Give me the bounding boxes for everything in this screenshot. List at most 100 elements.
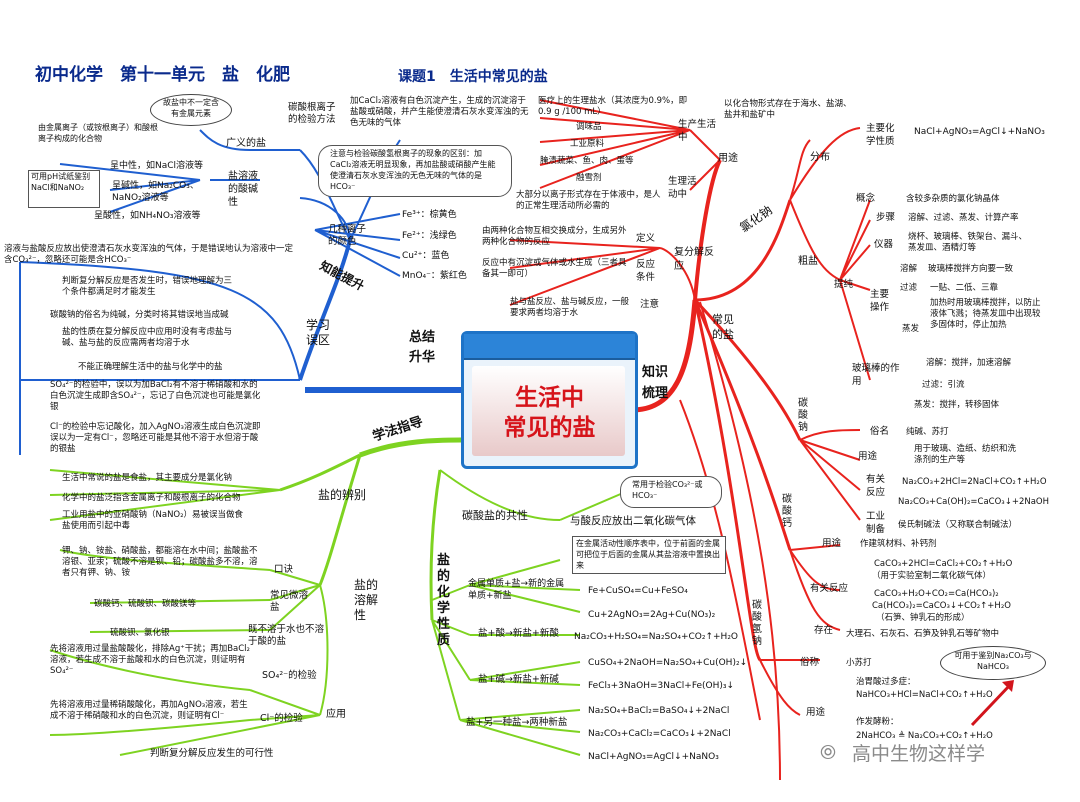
- branch-summary-a: 总结: [409, 330, 435, 346]
- ion-fe2: Fe²⁺：浅绿色: [402, 230, 457, 242]
- caco3-label: 碳酸钙: [782, 494, 796, 530]
- main-op-label: 主要操作: [870, 288, 896, 314]
- instr-label: 仪器: [874, 239, 893, 251]
- cond-text: 反应中有沉淀或气体或水生成（三者具备其一即可）: [482, 258, 632, 280]
- solubility-label: 盐的溶解性: [354, 578, 384, 623]
- ion-fe3: Fe³⁺：棕黄色: [402, 209, 457, 221]
- carbonate-common-label: 碳酸盐的共性: [462, 510, 528, 522]
- hc-use-1: 治胃酸过多症：: [856, 676, 916, 688]
- cl-label: Cl⁻的检验: [260, 713, 303, 725]
- evap-label: 蒸发: [902, 323, 919, 335]
- ca-react-3: Ca(HCO₃)₂=CaCO₃↓+CO₂↑+H₂O: [872, 600, 1011, 612]
- hc-use-label: 用途: [806, 707, 825, 719]
- co2-note: 常用于检验CO₃²⁻或HCO₃⁻: [632, 479, 712, 501]
- na-react-1: Na₂CO₃+2HCl=2NaCl+CO₂↑+H₂O: [902, 476, 1047, 488]
- carbonate-note: 注意与检验碳酸氢根离子的现象的区别：加CaCl₂溶液无明显现象，再加盐酸或硝酸产…: [330, 148, 502, 192]
- ion-cu2: Cu²⁺：蓝色: [402, 250, 449, 262]
- so4-label: SO₄²⁻的检验: [262, 670, 317, 682]
- page-title: 初中化学 第十一单元 盐 化肥: [35, 66, 290, 84]
- use-1: 调味品: [576, 121, 602, 133]
- common-salts-label: 常见的盐: [712, 312, 742, 342]
- acid-label: 盐+酸→新盐+新酸: [478, 628, 559, 640]
- metal-label: 金属单质+盐→新的金属单质+新盐: [468, 578, 568, 602]
- co2-text: 与酸反应放出二氧化碳气体: [570, 515, 696, 527]
- so4-text: 先将溶液用过量盐酸酸化，排除Ag⁺干扰；再加BaCl₂溶液，若生成不溶于盐酸和水…: [50, 644, 258, 677]
- ph-note: 可用pH试纸鉴别NaCl和NaNO₂: [31, 171, 97, 193]
- na-react-label: 有关反应: [866, 473, 892, 499]
- eq-3: Na₂CO₃+H₂SO₄=Na₂SO₄+CO₂↑+H₂O: [574, 631, 738, 643]
- concept-label: 概念: [856, 193, 875, 205]
- eq-5: FeCl₃+3NaOH=3NaCl+Fe(OH)₃↓: [588, 680, 734, 692]
- dist-label: 分布: [810, 152, 830, 164]
- acidic-text: 呈酸性，如NH₄NO₃溶液等: [94, 210, 201, 222]
- eq-1: Fe+CuSO₄=Cu+FeSO₄: [588, 585, 688, 597]
- ca-react-1: CaCO₃+2HCl=CaCl₂+CO₂↑+H₂O: [874, 558, 1012, 570]
- concept-text: 含较多杂质的氯化钠晶体: [906, 193, 1000, 205]
- saline-text: 医疗上的生理盐水（其浓度为0.9%，即0.9 g /100 mL）: [538, 96, 688, 118]
- center-title-line1: 生活中: [464, 384, 635, 412]
- basic-text: 呈碱性，如Na₂CO₃、NaNO₂溶液等: [112, 180, 207, 204]
- evap-text: 加热时用玻璃棒搅拌，以防止液体飞溅；待蒸发皿中出现较多固体时，停止加热: [930, 298, 1042, 331]
- ca-react-2: CaCO₃+H₂O+CO₂=Ca(HCO₃)₂: [874, 588, 999, 600]
- branch-summary-b: 升华: [409, 350, 435, 366]
- misconception-3: 盐的性质在复分解反应中应用时没有考虑盐与碱、盐与盐的反应需两者均溶于水: [62, 327, 242, 349]
- na-ind-label: 工业制备: [866, 510, 892, 536]
- carbonate-test-text: 加CaCl₂溶液有白色沉淀产生，生成的沉淀溶于盐酸或硝酸，并产生能使澄清石灰水变…: [350, 96, 530, 129]
- note-text: 盐与盐反应、盐与碱反应，一般要求两者均溶于水: [510, 297, 636, 319]
- rod-1: 溶解：搅拌，加速溶解: [926, 357, 1011, 369]
- eq-2: Cu+2AgNO₃=2Ag+Cu(NO₃)₂: [588, 609, 715, 621]
- hc-use-2-eq: 2NaHCO₃ ≜ Na₂CO₃+CO₂↑+H₂O: [856, 730, 993, 742]
- common-slight-label: 常见微溶盐: [270, 590, 314, 614]
- feasibility-text: 判断复分解反应发生的可行性: [150, 748, 274, 760]
- apply-label: 应用: [326, 709, 346, 721]
- hc-use-2: 作发酵粉：: [856, 716, 899, 728]
- hc-oval-text: 可用于鉴别Na₂CO₃与NaHCO₃: [950, 650, 1036, 672]
- ca-exist-label: 存在: [814, 625, 833, 637]
- def-label: 定义: [636, 233, 655, 245]
- hc-name-text: 小苏打: [846, 657, 872, 669]
- metal-note: 在金属活动性顺序表中，位于前面的金属可把位于后面的金属从其盐溶液中置换出来: [576, 538, 722, 571]
- instr-text: 烧杯、玻璃棒、铁架台、漏斗、蒸发皿、酒精灯等: [908, 232, 1028, 254]
- cl-text: 先将溶液用过量稀硝酸酸化，再加AgNO₃溶液，若生成不溶于稀硝酸和水的白色沉淀，…: [50, 700, 250, 722]
- discern-2: 化学中的盐泛指含金属离子和酸根离子的化合物: [62, 492, 241, 504]
- learning-label: 学习误区: [306, 318, 336, 348]
- broad-def: 由金属离子（或铵根离子）和酸根离子构成的化合物: [38, 122, 158, 144]
- steps-label: 步骤: [876, 212, 895, 224]
- na-react-2: Na₂CO₃+Ca(OH)₂=CaCO₃↓+2NaOH: [898, 496, 1049, 508]
- use-4: 融雪剂: [576, 172, 602, 184]
- misconception-6: Cl⁻的检验中忘记酸化，加入AgNO₃溶液生成白色沉淀即误以为一定有Cl⁻，忽略…: [50, 422, 265, 455]
- discern-3: 工业用盐中的亚硝酸钠（NaNO₂）易被误当做食盐使用而引起中毒: [62, 510, 247, 532]
- na-use-text: 用于玻璃、造纸、纺织和洗涤剂的生产等: [914, 444, 1024, 466]
- insol-list: 硫酸钡、氯化银: [110, 627, 170, 639]
- ca-react-1-note: （用于实验室制二氧化碳气体）: [872, 570, 991, 582]
- koujue-label: 口诀: [274, 564, 293, 576]
- nahco3-label: 碳酸氢钠: [752, 600, 766, 648]
- use-3: 腌渍蔬菜、鱼、肉、蛋等: [540, 155, 634, 167]
- main-prop-eq: NaCl+AgNO₃=AgCl↓+NaNO₃: [914, 126, 1045, 138]
- branch-knowledge-a: 知识: [642, 365, 668, 381]
- watermark-text: 高中生物这样学: [852, 742, 985, 766]
- steps-text: 溶解、过滤、蒸发、计算产率: [908, 212, 1019, 224]
- def-text: 由两种化合物互相交换成分，生成另外两种化合物的反应: [482, 226, 632, 248]
- page-subtitle: 课题1 生活中常见的盐: [398, 68, 548, 86]
- slight-list: 碳酸钙、硫酸钡、碳酸镁等: [94, 598, 196, 610]
- filter-label: 过滤: [900, 282, 917, 294]
- ca-exist-text: 大理石、石灰石、石笋及钟乳石等矿物中: [846, 628, 999, 640]
- misconception-5: SO₄²⁻的检验中，误以为加BaCl₂有不溶于稀硝酸和水的白色沉淀生成即含SO₄…: [50, 380, 265, 413]
- branch-knowledge-b: 梳理: [642, 386, 668, 402]
- salt-label: 盐+另一种盐→两种新盐: [466, 717, 567, 729]
- use-label: 用途: [718, 153, 738, 165]
- salt-note-text: 故盐中不一定含有金属元素: [160, 97, 222, 119]
- chem-props-label: 盐的化学性质: [437, 553, 453, 649]
- ca-use-text: 作建筑材料、补钙剂: [860, 538, 937, 550]
- watermark-icon: ⦾: [820, 740, 836, 764]
- life-text: 大部分以离子形式存在于体液中，是人的正常生理活动所必需的: [516, 190, 666, 212]
- prod-label: 生产生活中: [678, 118, 716, 144]
- rod-2: 过滤：引流: [922, 379, 965, 391]
- center-title-line2: 常见的盐: [464, 414, 635, 442]
- main-prop-label: 主要化学性质: [866, 122, 896, 148]
- eq-6: Na₂SO₄+BaCl₂=BaSO₄↓+2NaCl: [588, 705, 729, 717]
- base-label: 盐+碱→新盐+新碱: [478, 674, 559, 686]
- crude-label: 粗盐: [798, 256, 818, 268]
- ca-react-label: 有关反应: [810, 583, 848, 595]
